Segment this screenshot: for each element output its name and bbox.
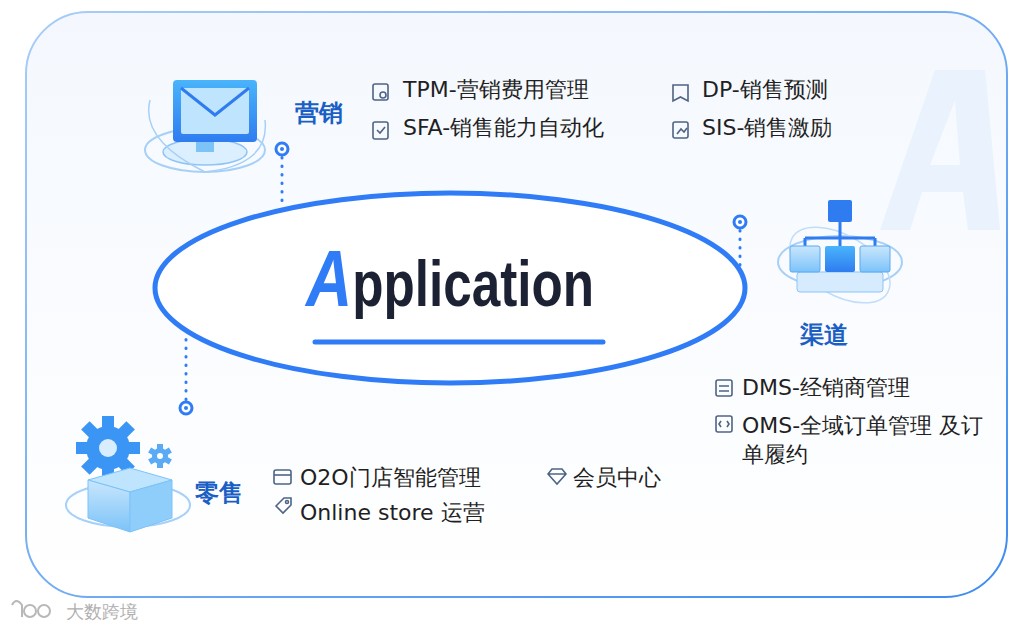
watermark: 大数跨境 <box>66 600 138 624</box>
channel-icon <box>777 200 902 318</box>
connector-dot-center <box>738 220 742 224</box>
item-text: Online store 运营 <box>300 499 485 528</box>
group-heading: 零售 <box>195 478 243 508</box>
item-text: TPM-营销费用管理 <box>403 76 589 105</box>
watermark-logo <box>12 601 50 617</box>
retail-icon <box>66 416 190 532</box>
item-text: O2O门店智能管理 <box>300 464 481 493</box>
central-title: Application <box>306 235 594 323</box>
central-ellipse: Application <box>152 190 748 386</box>
item-text: 会员中心 <box>573 464 661 493</box>
panel <box>26 12 1007 597</box>
dotted-connector <box>185 334 188 408</box>
item-text: DP-销售预测 <box>702 76 828 105</box>
ellipse <box>155 193 745 383</box>
underline <box>315 340 603 345</box>
connector-dot <box>734 216 746 228</box>
item-text: DMS-经销商管理 <box>742 374 910 403</box>
group-box: 零售 O2O门店智能管理 会员中心 Online store 运营 <box>176 408 667 534</box>
marketing-icon <box>145 80 265 172</box>
group-heading: 营销 <box>295 98 343 128</box>
item-text: SFA-销售能力自动化 <box>403 114 604 143</box>
connector-dot <box>276 143 288 155</box>
faint-letter-shape <box>880 70 1000 230</box>
group-box: 营销 TPM-营销费用管理 DP-销售预测 SFA-销售能力自动化 SIS-销售激励 <box>272 68 838 149</box>
dotted-connector <box>281 149 284 206</box>
connector-dot <box>180 402 192 414</box>
item-text: OMS-全域订单管理 及订单履约 <box>742 412 994 469</box>
group-heading: 渠道 <box>800 320 848 350</box>
connector-dot-center <box>184 406 188 410</box>
item-text: SIS-销售激励 <box>702 114 832 143</box>
group-box: 渠道 DMS-经销商管理 OMS-全域订单管理 及订单履约 <box>730 222 1000 475</box>
connector-dot-center <box>280 147 284 151</box>
